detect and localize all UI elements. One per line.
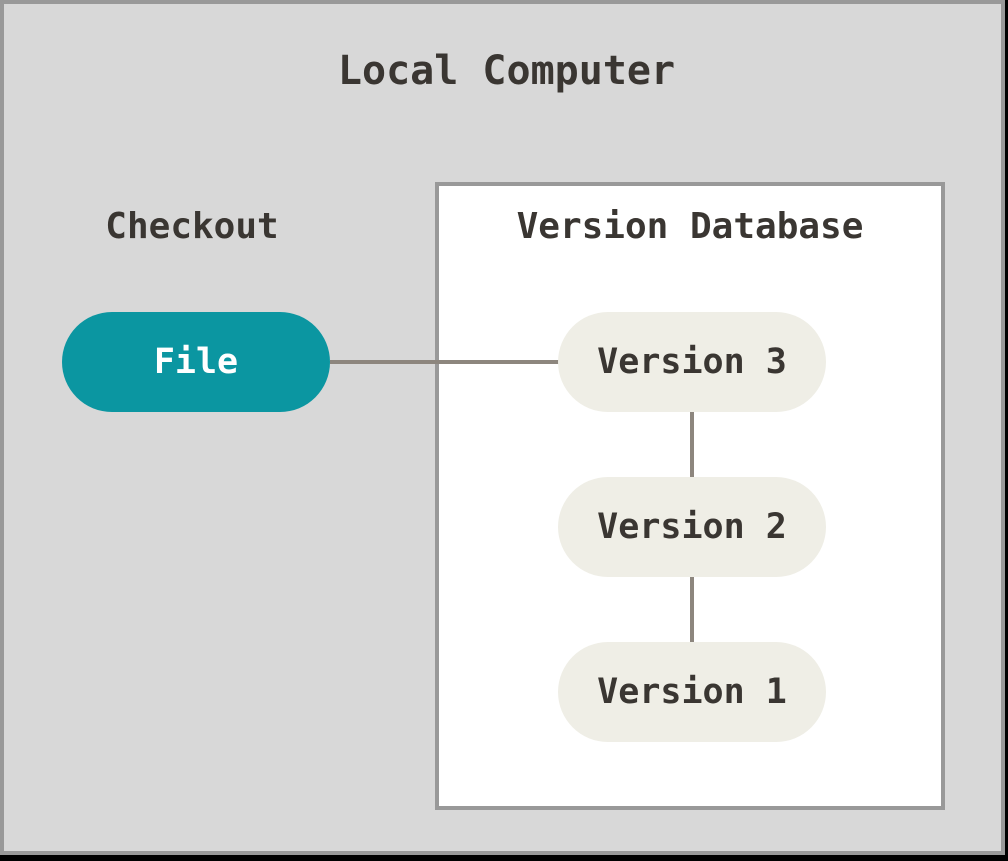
version2-node: Version 2 <box>558 477 826 577</box>
checkout-label: Checkout <box>105 206 279 247</box>
version1-node: Version 1 <box>558 642 826 742</box>
connector-file-to-version3 <box>330 360 560 364</box>
connector-version2-to-version1 <box>690 575 694 645</box>
connector-version3-to-version2 <box>690 410 694 480</box>
file-node: File <box>62 312 330 412</box>
version3-node: Version 3 <box>558 312 826 412</box>
diagram-title: Local Computer <box>337 48 676 94</box>
version-database-title: Version Database <box>516 206 864 247</box>
